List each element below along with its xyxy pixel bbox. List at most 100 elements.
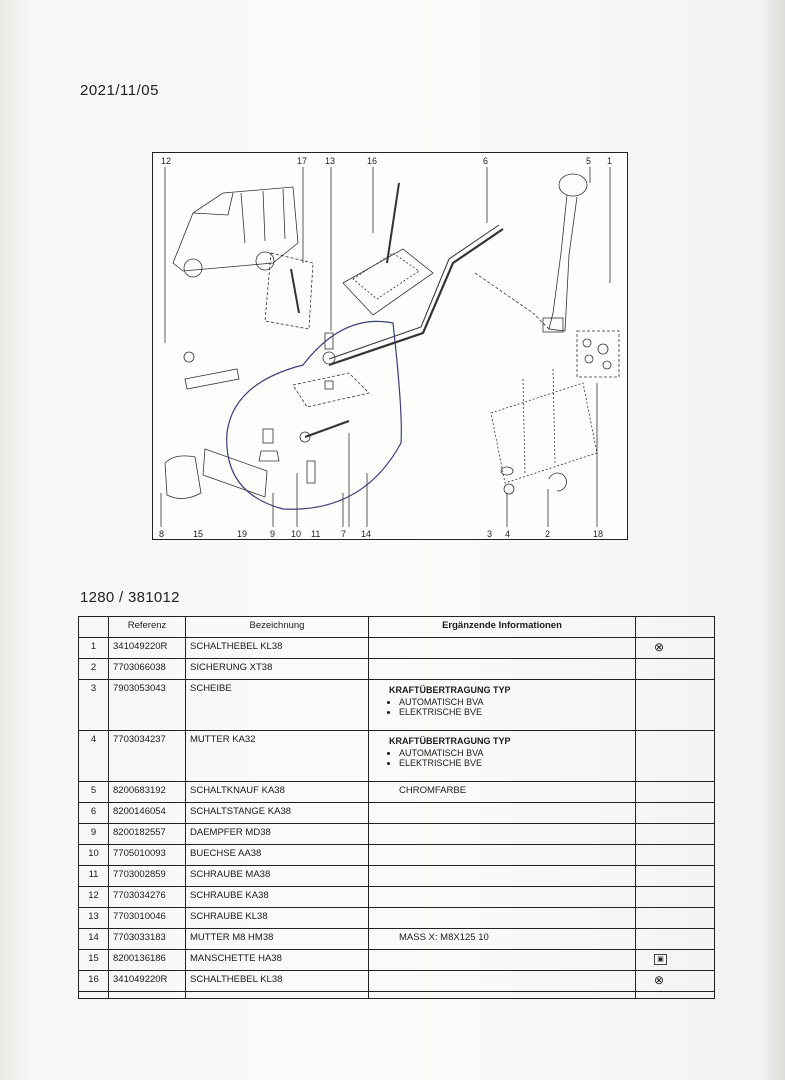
callout-3: 3 [487,529,492,539]
callout-2: 2 [545,529,550,539]
row-pos: 2 [78,658,109,680]
row-desc: SCHRAUBE KA38 [185,886,369,908]
row-icon [635,844,715,866]
callout-4: 4 [505,529,510,539]
callout-17: 17 [297,156,307,166]
row-pos: 3 [78,679,109,731]
header-pos [78,616,109,638]
callout-14: 14 [361,529,371,539]
row-info [368,823,636,845]
row-icon [635,865,715,887]
row-ref: 7703066038 [108,658,186,680]
row-info [368,865,636,887]
row-desc: MANSCHETTE HA38 [185,949,369,971]
callout-11: 11 [311,529,320,539]
header-info: Ergänzende Informationen [368,616,636,638]
row-info [368,802,636,824]
row-desc: SCHRAUBE MA38 [185,865,369,887]
row-pos: 12 [78,886,109,908]
table-header-row: Referenz Bezeichnung Ergänzende Informat… [78,616,715,638]
row-info [368,907,636,929]
link-icon[interactable]: ⊗ [654,640,665,654]
row-ref: 7703034276 [108,886,186,908]
row-icon [635,907,715,929]
row-ref: 341049220R [108,637,186,659]
row-icon [635,823,715,845]
diagram-drawing: 12 17 13 16 6 5 1 8 15 19 9 10 11 7 14 3… [159,156,620,539]
row-info [368,844,636,866]
info-title: KRAFTÜBERTRAGUNG TYP [389,736,511,746]
row-ref: 7703002859 [108,865,186,887]
row-pos: 13 [78,907,109,929]
row-pos: 4 [78,730,109,782]
callout-15: 15 [193,529,203,539]
empty-cell [78,991,109,999]
callout-19: 19 [237,529,247,539]
callout-8: 8 [159,529,164,539]
row-ref: 8200683192 [108,781,186,803]
row-icon [635,886,715,908]
row-pos: 1 [78,637,109,659]
row-desc: SCHALTHEBEL KL38 [185,637,369,659]
row-info [368,637,636,659]
row-ref: 7703034237 [108,730,186,782]
info-note: MASS X: M8X125 10 [399,932,489,943]
callout-10: 10 [291,529,301,539]
row-pos: 6 [78,802,109,824]
row-ref: 7703010046 [108,907,186,929]
parts-table: Referenz Bezeichnung Ergänzende Informat… [78,616,715,999]
row-pos: 16 [78,970,109,992]
row-ref: 7705010093 [108,844,186,866]
row-ref: 8200182557 [108,823,186,845]
row-info [368,886,636,908]
row-info [368,970,636,992]
callout-6: 6 [483,156,488,166]
row-desc: SCHALTHEBEL KL38 [185,970,369,992]
info-item: AUTOMATISCH BVA [399,697,631,707]
row-ref: 341049220R [108,970,186,992]
row-icon [635,928,715,950]
row-desc: SCHALTKNAUF KA38 [185,781,369,803]
row-info: CHROMFARBE [368,781,636,803]
row-desc: MUTTER M8 HM38 [185,928,369,950]
row-icon: ⊗ [635,637,715,659]
callout-13: 13 [325,156,335,166]
link-icon[interactable]: ⊗ [654,973,665,987]
row-pos: 5 [78,781,109,803]
image-badge-icon[interactable]: ▣ [654,954,667,965]
table-row-empty [78,991,715,999]
row-info: KRAFTÜBERTRAGUNG TYPAUTOMATISCH BVAELEKT… [368,730,636,782]
document-date: 2021/11/05 [80,82,159,99]
empty-cell [185,991,369,999]
row-desc: DAEMPFER MD38 [185,823,369,845]
row-ref: 8200136186 [108,949,186,971]
row-pos: 11 [78,865,109,887]
callout-1: 1 [607,156,612,166]
empty-cell [108,991,186,999]
row-desc: SICHERUNG XT38 [185,658,369,680]
callout-18: 18 [593,529,603,539]
row-info [368,949,636,971]
row-ref: 7703033183 [108,928,186,950]
info-note: CHROMFARBE [399,785,467,796]
callout-16: 16 [367,156,377,166]
row-ref: 7903053043 [108,679,186,731]
exploded-parts-diagram: 12 17 13 16 6 5 1 8 15 19 9 10 11 7 14 3… [152,152,628,540]
row-icon [635,802,715,824]
row-icon [635,658,715,680]
info-item: ELEKTRISCHE BVE [399,707,631,717]
section-code: 1280 / 381012 [80,589,180,606]
row-desc: MUTTER KA32 [185,730,369,782]
row-info: MASS X: M8X125 10 [368,928,636,950]
row-icon [635,679,715,731]
